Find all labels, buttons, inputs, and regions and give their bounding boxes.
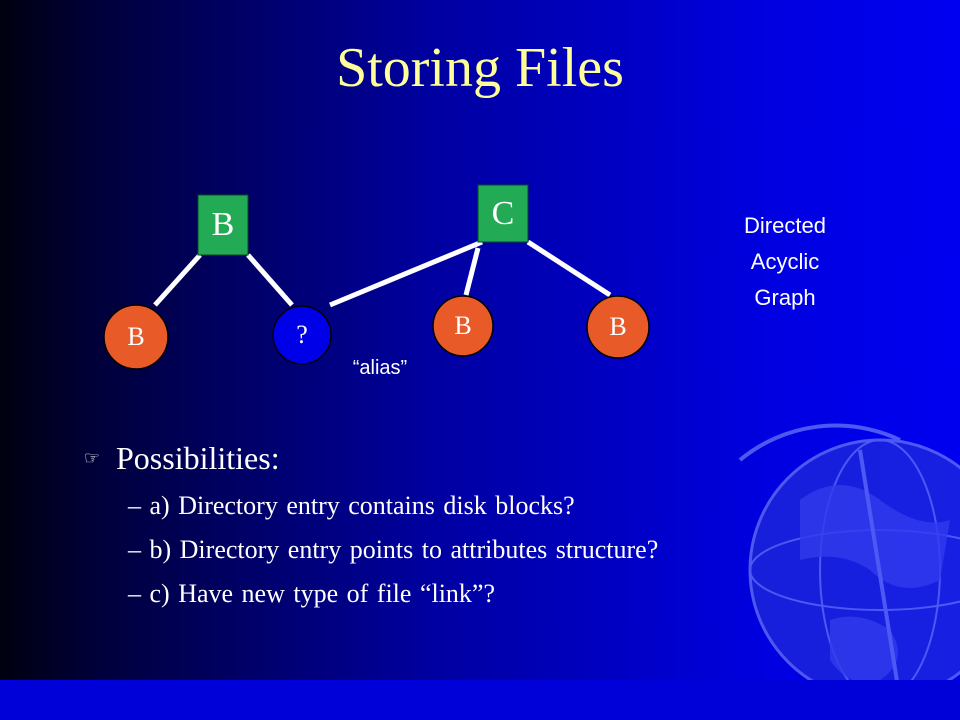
edge-c-root-b-leaf-2 (463, 247, 481, 296)
edge-b-root-b-leaf-1 (153, 253, 202, 307)
dag-caption-line: Graph (754, 285, 816, 310)
node-c-root-label: C (491, 195, 515, 232)
edge-c-root-b-leaf-3 (526, 239, 612, 298)
edge-c-root-q-leaf (329, 239, 483, 308)
dag-caption: Directed Acyclic Graph (700, 208, 870, 316)
bullet-text: Possibilities: (116, 440, 280, 476)
footer-bar (0, 680, 960, 720)
node-c-root (477, 184, 529, 243)
node-q-leaf (272, 305, 332, 365)
node-b-leaf-1 (103, 304, 169, 370)
node-b-leaf-2 (432, 295, 494, 357)
sub-bullet: – b) Directory entry points to attribute… (128, 535, 659, 564)
bullet-item: ☞ Possibilities: (80, 440, 658, 477)
pointing-hand-icon: ☞ (83, 448, 101, 468)
sub-bullet: – c) Have new type of file “link”? (128, 579, 496, 608)
globe-icon (738, 423, 960, 706)
bullet-list: ☞ Possibilities: – a) Directory entry co… (80, 440, 658, 609)
node-b-root (197, 194, 249, 256)
dag-caption-line: Acyclic (750, 249, 820, 274)
slide-title: Storing Files (336, 37, 624, 99)
edge-b-root-q-leaf (246, 253, 294, 307)
dag-caption-line: Directed (744, 213, 826, 238)
node-b-leaf-2-label: B (454, 311, 472, 340)
node-b-root-label: B (211, 206, 235, 243)
sub-bullet: – a) Directory entry contains disk block… (128, 491, 575, 520)
node-b-leaf-3-label: B (609, 312, 627, 341)
node-b-leaf-1-label: B (127, 322, 145, 351)
node-q-leaf-label: ? (296, 320, 308, 349)
node-b-leaf-3 (586, 295, 650, 359)
alias-label: “alias” (352, 357, 408, 379)
